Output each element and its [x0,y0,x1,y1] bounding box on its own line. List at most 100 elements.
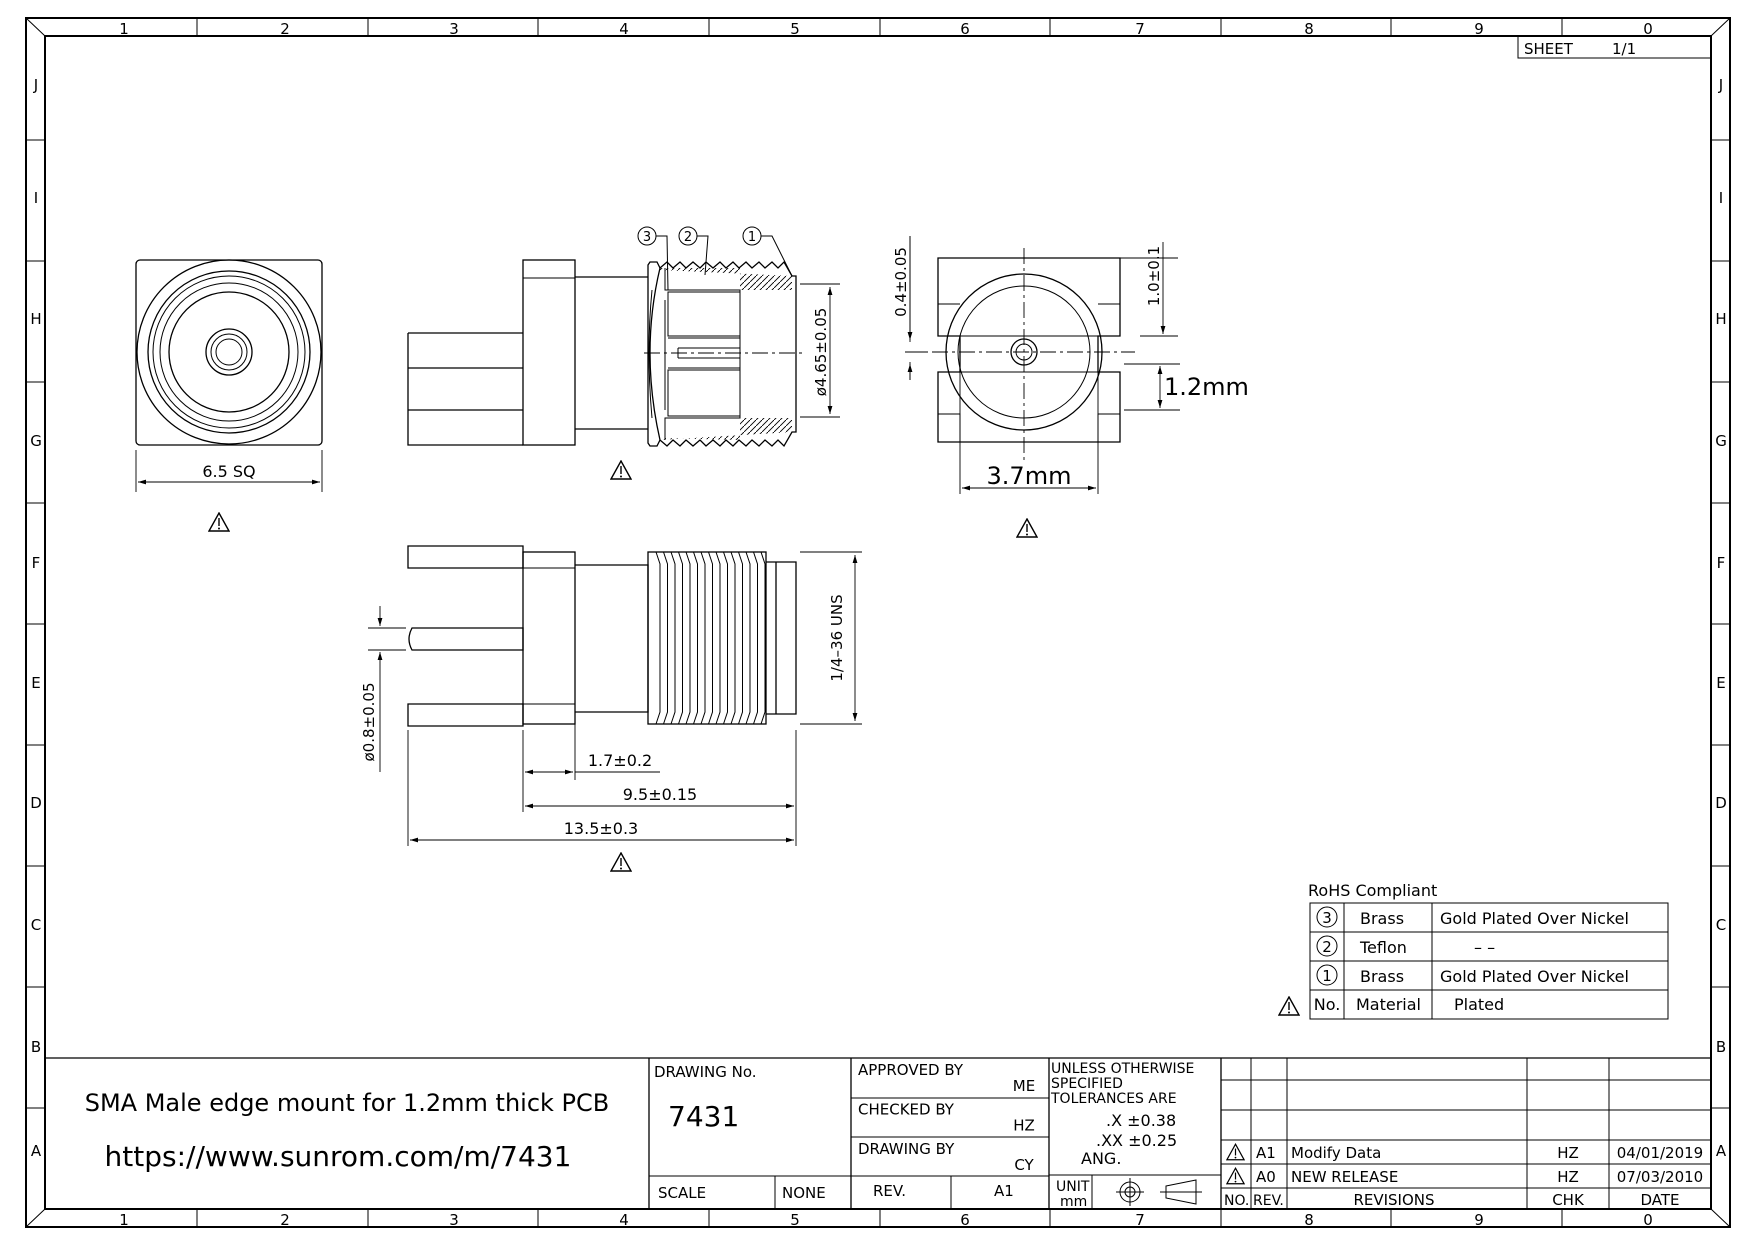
dim-body-diameter: ø4.65±0.05 [812,308,830,397]
grid-row-label: G [30,432,42,450]
grid-row-label: E [1716,674,1725,692]
grid-column-label: 2 [280,20,290,38]
materials-header-no: No. [1314,995,1341,1014]
dim-slot-width: 3.7mm [987,462,1072,490]
revisions-header-date: DATE [1640,1191,1679,1209]
tolerance-heading-3: TOLERANCES ARE [1050,1091,1177,1107]
revision-delta-icon [208,512,230,532]
revision-description: Modify Data [1291,1144,1381,1162]
grid-row-label: B [1716,1038,1726,1056]
material-number: 1 [1322,967,1332,985]
callout-leader [697,235,709,276]
material-plating: – – [1474,938,1495,957]
revision-date: 07/03/2010 [1617,1168,1703,1186]
revision-checker: HZ [1557,1168,1579,1186]
grid-row-label: A [31,1142,42,1160]
dim-pin-height: 1.0±0.1 [1145,246,1163,306]
unit-value: mm [1060,1194,1087,1210]
dim-thread: 1/4–36 UNS [828,594,846,681]
revisions-header-chk: CHK [1552,1191,1585,1209]
dim-pin-offset: 0.4±0.05 [892,247,910,317]
material-name: Brass [1360,909,1404,928]
grid-column-label: 6 [960,1211,970,1229]
dim-front-width: 6.5 SQ [202,462,255,481]
approval-label: CHECKED BY [858,1101,955,1119]
revision-delta-icon [1016,518,1038,538]
grid-column-label: 5 [790,1211,800,1229]
grid-column-label: 8 [1304,20,1314,38]
material-number-balloon [1316,935,1338,957]
grid-column-label: 8 [1304,1211,1314,1229]
material-number: 3 [1322,909,1332,927]
tolerance-heading-1: UNLESS OTHERWISE [1051,1061,1194,1077]
material-number: 2 [1322,938,1332,956]
grid-column-label: 4 [619,20,629,38]
revisions-header-rev: REV. [1253,1193,1284,1209]
revision-code: A1 [1256,1144,1276,1162]
dim-body-length: 9.5±0.15 [623,785,697,804]
approval-initials: HZ [1013,1117,1035,1135]
callout-number: 3 [643,230,651,245]
sheet-number-box: SHEET 1/1 [1517,35,1712,59]
material-number-balloon [1316,964,1338,986]
title-url: https://www.sunrom.com/m/7431 [105,1140,572,1173]
revision-delta-icon [610,460,632,480]
grid-row-label: J [33,76,38,94]
grid-row-label: D [1715,794,1727,812]
revision-delta-icon [1278,996,1300,1016]
tolerance-xx: .XX ±0.25 [1096,1131,1177,1150]
dim-flange: 1.7±0.2 [588,751,652,770]
grid-column-label: 5 [790,20,800,38]
grid-column-label: 7 [1135,20,1145,38]
approval-label: APPROVED BY [858,1061,964,1079]
grid-column-label: 2 [280,1211,290,1229]
grid-row-label: E [31,674,40,692]
revisions-header-revisions: REVISIONS [1353,1191,1434,1209]
grid-row-label: C [31,916,41,934]
materials-title: RoHS Compliant [1308,881,1437,900]
revision-checker: HZ [1557,1144,1579,1162]
approval-label: DRAWING BY [858,1140,955,1158]
dim-pin-diameter: ø0.8±0.05 [360,683,378,762]
unit-label: UNIT [1056,1179,1090,1195]
grid-column-label: 1 [119,1211,129,1229]
material-plating: Gold Plated Over Nickel [1440,909,1629,928]
revision-delta-icon [1226,1167,1245,1185]
tolerance-heading-2: SPECIFIED [1051,1076,1123,1092]
grid-row-label: C [1716,916,1726,934]
materials-header-plated: Plated [1454,995,1504,1014]
tolerance-ang: ANG. [1081,1149,1121,1168]
scale-label: SCALE [658,1184,706,1202]
revision-delta-icon [1226,1143,1245,1161]
sheet-label: SHEET [1524,40,1574,58]
material-name: Teflon [1359,938,1407,957]
grid-row-label: B [31,1038,41,1056]
grid-column-label: 1 [119,20,129,38]
dim-overall-length: 13.5±0.3 [564,819,638,838]
approval-initials: CY [1014,1156,1034,1174]
drawing-no-label: DRAWING No. [654,1063,757,1081]
revision-date: 04/01/2019 [1617,1144,1703,1162]
grid-row-label: I [34,189,38,207]
tolerance-x: .X ±0.38 [1106,1111,1176,1130]
revision-code: A0 [1256,1168,1276,1186]
grid-column-label: 7 [1135,1211,1145,1229]
front-view: 6.5 SQ [135,259,323,532]
revision-description: NEW RELEASE [1291,1168,1398,1186]
material-name: Brass [1360,967,1404,986]
rev-value: A1 [994,1182,1014,1200]
callout-leader [656,235,669,291]
revision-delta-icon [610,852,632,872]
end-view: 0.4±0.05 1.0±0.1 1.2mm 3.7mm [892,236,1249,538]
grid-row-label: I [1719,189,1723,207]
materials-header-material: Material [1356,995,1421,1014]
grid-column-label: 6 [960,20,970,38]
bottom-side-view: 1/4–36 UNS ø0.8±0.05 1.7±0.2 9.5±0.15 13… [360,545,862,872]
sheet-value: 1/1 [1612,40,1636,58]
grid-row-label: H [30,310,41,328]
grid-column-label: 9 [1474,1211,1484,1229]
